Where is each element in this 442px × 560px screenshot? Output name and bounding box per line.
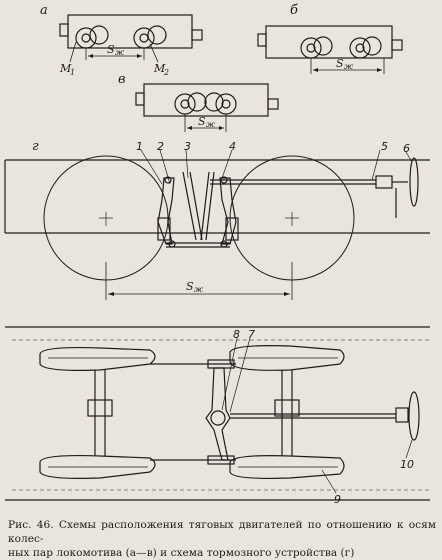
caption-line-2: ных пар локомотива (а—в) и схема тормозн… (8, 547, 355, 559)
scheme-a-axle-1 (81, 33, 91, 43)
scheme-a-left-buffer (59, 23, 69, 37)
scheme-a-wheel-1 (75, 27, 97, 49)
scheme-v-wheel-1 (174, 93, 196, 115)
callout-7: 7 (248, 328, 255, 341)
figure-caption: Рис. 46. Схемы расположения тяговых двиг… (8, 518, 436, 560)
scheme-a: а S ж M 1 M 2 (40, 3, 203, 77)
scheme-v-dim-sub: ж (206, 120, 215, 129)
scheme-v-motor-1 (187, 92, 207, 112)
scheme-v-dim-s: S (198, 115, 206, 128)
plan-handwheel (408, 391, 420, 441)
callout-9: 9 (334, 493, 341, 506)
scheme-g-dim-s: S (186, 280, 194, 293)
plan-view: 7 8 9 10 (5, 326, 430, 506)
scheme-a-dim-sub: ж (115, 48, 124, 57)
scheme-v-axle-2 (221, 99, 231, 109)
brake-lever-right (219, 177, 237, 245)
wheel-bottom-right (229, 455, 345, 479)
callout-5: 5 (381, 140, 388, 153)
scheme-g-dim-sub: ж (194, 285, 203, 294)
motor-2-label: M (153, 62, 166, 75)
scheme-v-motor-2 (204, 92, 224, 112)
handwheel (409, 157, 419, 207)
panel-label-b: б (290, 3, 298, 18)
scheme-a-right-buffer (191, 29, 203, 41)
scheme-a-dim-s: S (107, 43, 115, 56)
motor-1-label: M (59, 62, 72, 75)
vertical-rod-2 (200, 171, 210, 241)
scheme-a-motor-1 (89, 25, 109, 45)
scheme-a-axle-2 (139, 33, 149, 43)
scheme-v-right-buffer (267, 98, 279, 110)
lever-pivot (210, 410, 226, 426)
scheme-b-dim-s: S (336, 57, 344, 70)
scheme-b-wheel-1 (300, 37, 322, 59)
scheme-g: г 1 2 (4, 139, 430, 300)
scheme-v-axle-1 (180, 99, 190, 109)
brake-lever-left (157, 177, 175, 245)
screw-housing (375, 175, 393, 189)
scheme-b-motor-2 (362, 36, 382, 56)
central-lever (205, 367, 231, 461)
callout-8: 8 (233, 328, 240, 341)
callout-10: 10 (400, 458, 414, 471)
scheme-b-dim-sub: ж (344, 62, 353, 71)
panel-label-a: а (40, 3, 48, 18)
scheme-a-frame (67, 14, 193, 49)
scheme-b-left-buffer (257, 33, 267, 47)
scheme-b-right-buffer (391, 39, 403, 51)
callout-2: 2 (157, 140, 164, 153)
callout-1: 1 (136, 140, 143, 153)
scheme-b-axle-2 (355, 43, 365, 53)
scheme-b-axle-1 (306, 43, 316, 53)
wheel-top-left (39, 347, 156, 371)
motor-1-sub: 1 (70, 68, 75, 77)
callout-6: 6 (403, 142, 410, 155)
scheme-v: в S ж (118, 72, 279, 132)
panel-label-g: г (32, 139, 39, 154)
scheme-v-left-buffer (135, 92, 145, 106)
callout-4: 4 (229, 140, 236, 153)
scheme-a-motor-2 (147, 25, 167, 45)
scheme-b-motor-1 (313, 36, 333, 56)
scheme-v-wheel-2 (215, 93, 237, 115)
brake-shoe-right (225, 217, 239, 241)
wheel-top-right (229, 345, 345, 371)
panel-label-v: в (118, 72, 126, 87)
brake-shoe-left (157, 217, 171, 241)
scheme-b-wheel-2 (349, 37, 371, 59)
motor-2-sub: 2 (163, 68, 169, 77)
callout-3: 3 (184, 140, 191, 153)
wheel-bottom-left (39, 455, 156, 479)
scheme-a-wheel-2 (133, 27, 155, 49)
vertical-rod-1 (182, 171, 197, 241)
caption-line-1: Рис. 46. Схемы расположения тяговых двиг… (8, 519, 436, 545)
scheme-b: б S ж (257, 3, 403, 74)
